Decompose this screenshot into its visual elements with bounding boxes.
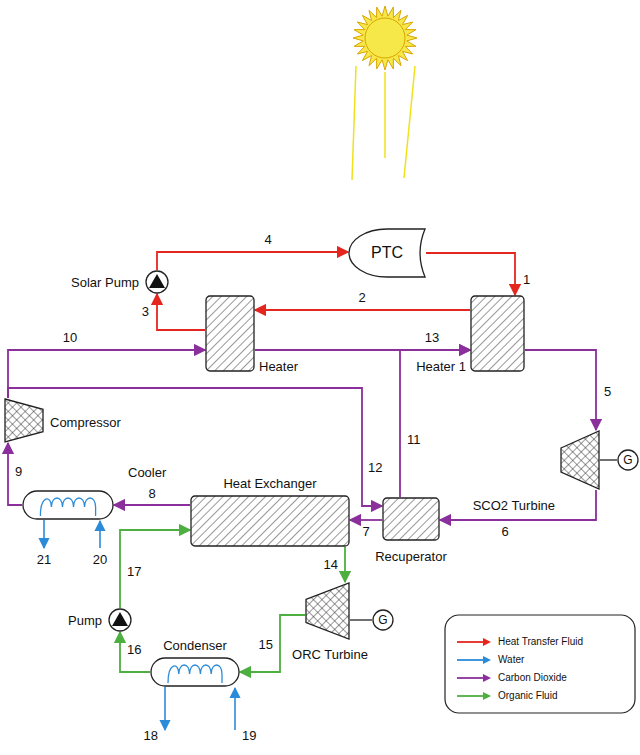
flow-line	[350, 619, 372, 620]
component-label: Compressor	[50, 415, 121, 430]
recuperator-box-outline	[382, 497, 440, 541]
component-label: Heater 1	[416, 359, 466, 374]
heater-box: Heater 1	[470, 295, 525, 372]
legend-text: Organic Fluid	[498, 690, 557, 702]
compressor-symbol: Compressor	[4, 398, 44, 443]
legend-line	[457, 692, 491, 700]
state-number: 21	[36, 553, 52, 567]
flow-line	[344, 547, 346, 582]
state-number: 9	[14, 465, 23, 479]
legend-text: Heat Transfer Fluid	[498, 636, 583, 648]
state-number: 8	[147, 487, 156, 501]
legend-swatch	[456, 691, 492, 701]
state-number: 13	[424, 331, 440, 345]
heater-box-outline	[205, 295, 255, 372]
flow-line	[426, 253, 515, 295]
state-number: 11	[406, 433, 422, 447]
flow-line	[350, 519, 382, 521]
heat-exchanger-box: Heat Exchanger	[190, 495, 350, 547]
generator-symbol: G	[372, 609, 394, 631]
state-number: 17	[126, 565, 142, 579]
component-label: Heater	[259, 359, 298, 374]
component-label: G	[623, 453, 632, 467]
flow-line	[440, 490, 596, 520]
flow-line	[120, 530, 190, 608]
flow-line	[157, 294, 205, 330]
generator-symbol: G	[617, 449, 639, 471]
flow-line	[8, 350, 205, 398]
component-label: SCO2 Turbine	[473, 498, 555, 513]
state-number: 2	[357, 291, 366, 305]
legend-swatch	[456, 673, 492, 683]
turbine-symbol: SCO2 Turbine	[560, 430, 600, 490]
state-number: 3	[141, 305, 150, 319]
turbine-symbol-outline	[560, 430, 600, 490]
pump-symbol: Pump	[108, 608, 132, 632]
flow-line	[157, 252, 348, 270]
component-label: ORC Turbine	[292, 647, 368, 662]
flow-line	[255, 349, 470, 351]
component-label: Heat Exchanger	[223, 476, 316, 491]
state-number: 5	[603, 385, 612, 399]
flow-line	[400, 350, 470, 497]
heat-exchanger-box-outline	[190, 495, 350, 547]
condenser-symbol-outline	[150, 657, 240, 687]
component-label: PTC	[371, 244, 403, 262]
recuperator-box: Recuperator	[382, 497, 440, 541]
component-label: Condenser	[163, 638, 227, 653]
flow-line	[600, 459, 617, 460]
flow-line	[255, 309, 470, 311]
state-number: 1	[522, 273, 531, 287]
cooler-symbol: Cooler	[22, 490, 114, 520]
state-number: 14	[323, 558, 339, 572]
flow-line	[8, 388, 382, 506]
legend-box	[445, 615, 635, 713]
water-lines	[44, 520, 235, 730]
legend-text: Carbon Dioxide	[498, 672, 567, 684]
heater-box-outline	[470, 295, 525, 372]
state-number: 4	[263, 233, 272, 247]
flow-line	[525, 350, 596, 430]
state-number: 20	[92, 553, 108, 567]
turbine-symbol: ORC Turbine	[305, 582, 350, 640]
compressor-symbol-outline	[4, 398, 44, 443]
sun-icon	[352, 6, 417, 180]
flow-line	[240, 615, 305, 672]
flow-line	[114, 504, 190, 506]
collector-shape: PTC	[348, 228, 426, 278]
state-number: 6	[500, 525, 509, 539]
state-number: 7	[361, 525, 370, 539]
condenser-symbol: Condenser	[150, 657, 240, 687]
state-number: 12	[367, 461, 383, 475]
component-label: Recuperator	[375, 549, 447, 564]
state-number: 18	[143, 729, 159, 743]
component-label: G	[378, 613, 387, 627]
turbine-symbol-outline	[305, 582, 350, 640]
component-label: Solar Pump	[71, 275, 139, 290]
legend-line	[457, 638, 491, 646]
state-number: 19	[241, 729, 257, 743]
legend-line	[457, 656, 491, 664]
state-number: 16	[126, 643, 142, 657]
heater-box: Heater	[205, 295, 255, 372]
state-number: 10	[62, 331, 78, 345]
component-label: Pump	[68, 613, 102, 628]
legend-line	[457, 674, 491, 682]
legend-swatch	[456, 655, 492, 665]
flow-line	[120, 632, 150, 672]
state-number: 15	[258, 638, 274, 652]
pump-symbol: Solar Pump	[145, 270, 169, 294]
legend-swatch	[456, 637, 492, 647]
pump-symbol-outline	[108, 608, 132, 632]
legend-text: Water	[498, 654, 524, 666]
component-label: Cooler	[128, 465, 166, 480]
pump-symbol-outline	[145, 270, 169, 294]
cooler-symbol-outline	[22, 490, 114, 520]
